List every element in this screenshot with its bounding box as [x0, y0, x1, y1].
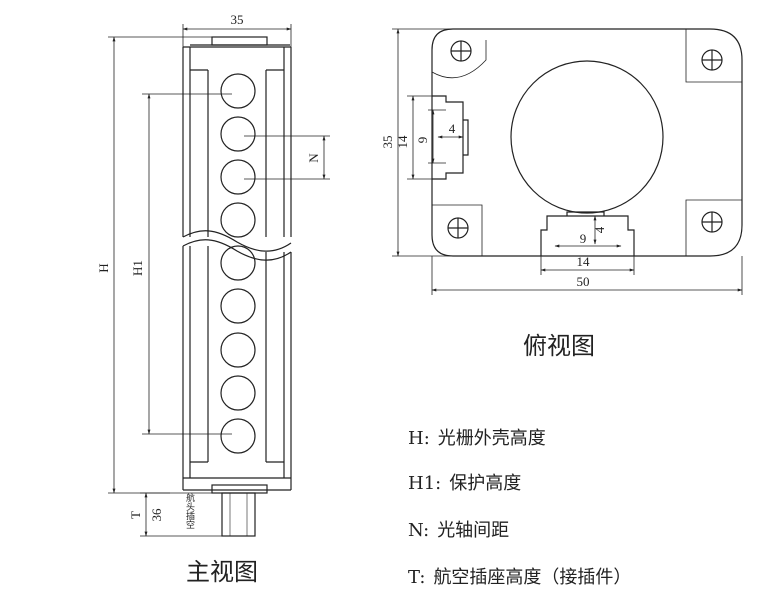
top-cap: [211, 36, 268, 46]
dim-width-35: 35: [231, 12, 244, 27]
dim-width-50: 50: [577, 274, 590, 289]
lens-circle: [220, 202, 256, 238]
legend-key: T:: [408, 567, 426, 588]
front-view: [182, 36, 292, 537]
top-view: [431, 28, 743, 257]
top-dimensions: [392, 28, 743, 295]
legend-key: H1:: [408, 473, 442, 494]
legend-item: N: 光轴间距: [408, 516, 509, 542]
dim-bottom-slot-9: 9: [580, 231, 587, 246]
bottom-t-slot: [540, 215, 635, 256]
screw-hole: [432, 204, 483, 256]
legend-item: H1: 保护高度: [408, 469, 521, 495]
lens-circle: [220, 73, 256, 109]
dim-T-36: 36: [149, 508, 164, 522]
left-t-slot: [432, 95, 464, 180]
front-dimensions: [108, 24, 330, 537]
legend-text: 光栅外壳高度: [437, 428, 546, 449]
dim-left-slot-14: 14: [395, 135, 410, 149]
dim-N: N: [306, 153, 321, 163]
dim-bottom-slot-4: 4: [592, 226, 607, 233]
bottom-cap: [211, 484, 268, 494]
connector: [221, 492, 256, 537]
housing-outline-top: [182, 47, 292, 237]
dim-left-slot-9: 9: [415, 137, 430, 144]
lens-circle: [220, 116, 256, 152]
dim-T: T: [128, 511, 143, 519]
break-line-top: [182, 230, 292, 252]
dim-left-slot-4: 4: [449, 121, 456, 136]
front-view-caption: 主视图: [186, 558, 258, 586]
dim-top-35: 35: [380, 136, 395, 149]
break-line-bottom: [182, 239, 292, 261]
lens-circle: [220, 159, 256, 195]
legend-key: N:: [408, 520, 430, 541]
screw-hole: [685, 199, 742, 256]
connector-label: 航头插空: [186, 494, 196, 531]
lens-circle: [220, 332, 256, 368]
legend-text: 保护高度: [449, 473, 522, 494]
legend-item: T: 航空插座高度（接插件）: [408, 563, 631, 589]
dim-bottom-slot-14: 14: [577, 254, 591, 269]
legend-key: H:: [408, 428, 430, 449]
lens-circle: [220, 245, 256, 281]
lens-circle: [220, 418, 256, 454]
lens-group: [220, 73, 256, 454]
lens-circle: [220, 375, 256, 411]
screw-hole: [685, 29, 742, 83]
legend-text: 光轴间距: [437, 520, 510, 541]
dim-H: H: [96, 263, 111, 272]
legend-item: H: 光栅外壳高度: [408, 424, 546, 450]
screw-hole: [431, 40, 487, 79]
top-view-caption: 俯视图: [523, 332, 595, 360]
legend-text: 航空插座高度（接插件）: [433, 567, 632, 588]
dim-H1: H1: [130, 260, 145, 276]
lens-circle: [220, 288, 256, 324]
top-view-housing: [431, 28, 743, 257]
lens-bore: [510, 60, 664, 214]
